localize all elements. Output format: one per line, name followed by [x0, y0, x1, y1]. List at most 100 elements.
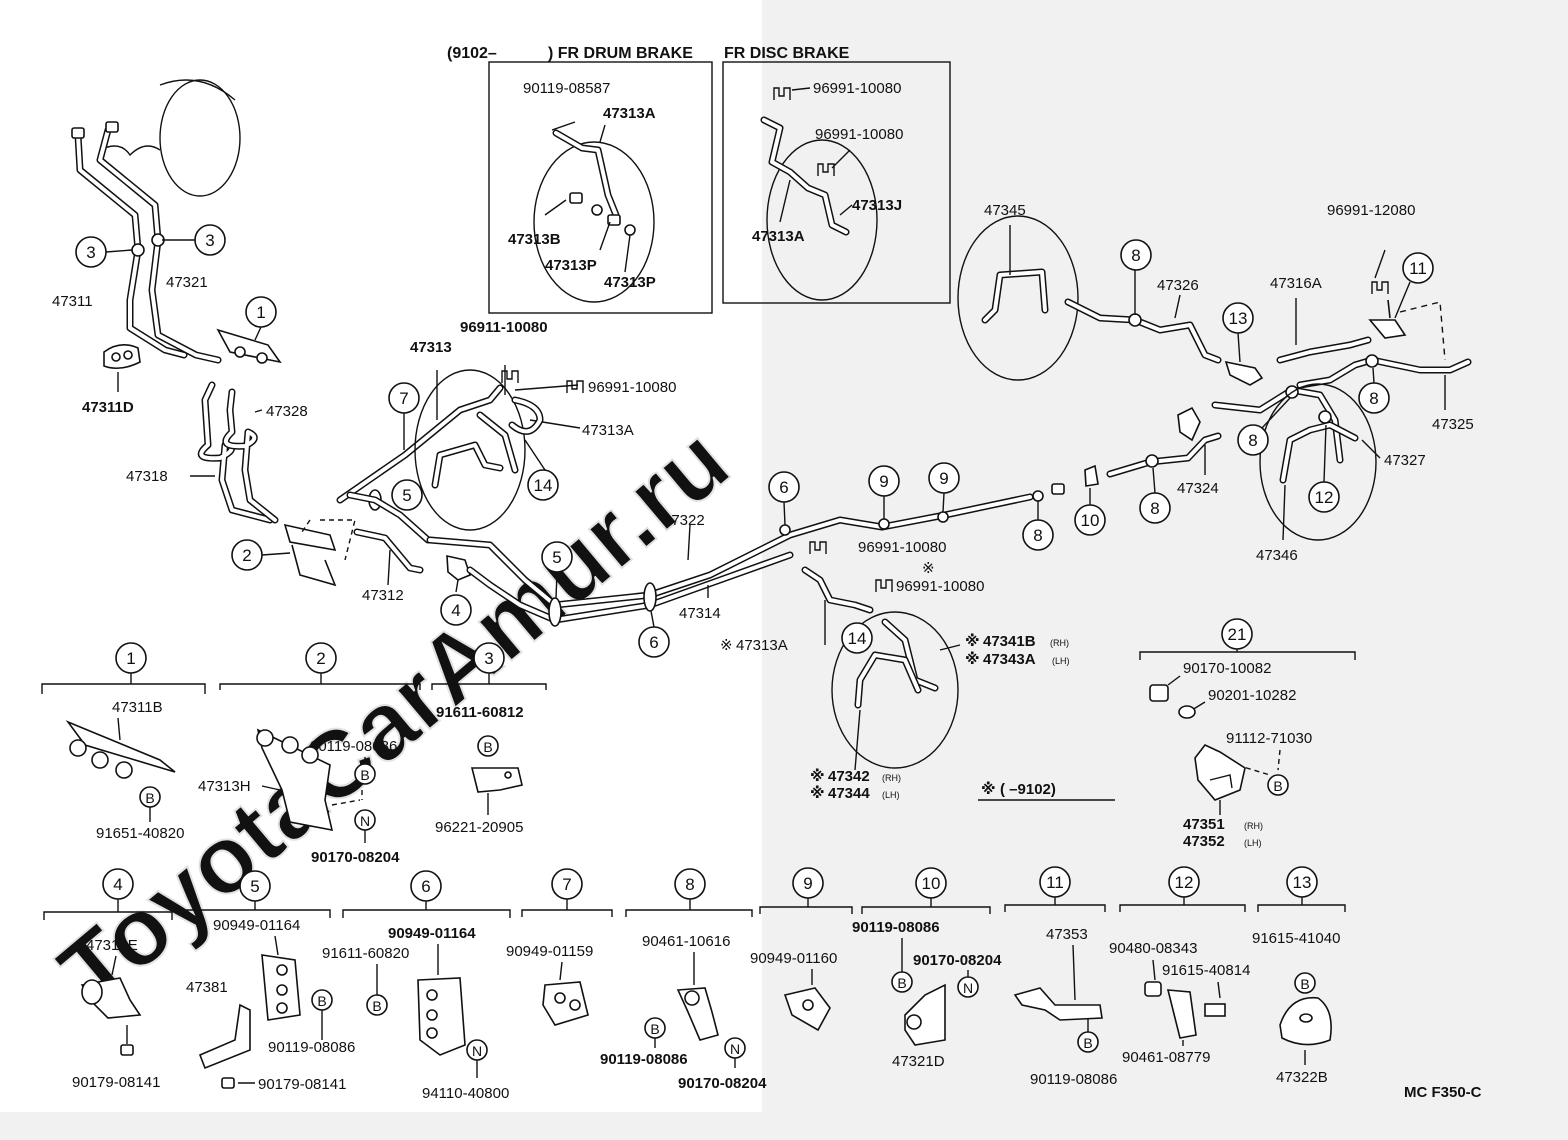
d6-part-a: 90949-01164 — [388, 925, 476, 942]
label-47313a-lower: 47313A — [736, 637, 788, 654]
svg-text:9: 9 — [939, 469, 948, 488]
right-background — [762, 0, 1568, 1140]
svg-text:B: B — [1300, 976, 1309, 992]
callout-13: 13 — [1222, 302, 1254, 334]
d2-part-b: 47313H — [198, 778, 251, 795]
label-96991-12080: 96991-12080 — [1327, 202, 1415, 219]
label-47313: 47313 — [410, 339, 452, 356]
svg-text:21: 21 — [1228, 625, 1247, 644]
label-47341b-rh: (RH) — [1050, 638, 1069, 648]
disc-part-1: 96991-10080 — [813, 80, 901, 97]
svg-text:2: 2 — [242, 546, 251, 565]
valve-47324 — [1177, 406, 1201, 442]
callout-12: 12 — [1308, 481, 1340, 513]
d5-part-d: 90179-08141 — [258, 1076, 346, 1093]
detail-1: 1 47311B B 91651-40820 — [65, 642, 184, 842]
tube-47318 — [197, 381, 274, 524]
d10-part-b: 90170-08204 — [913, 952, 1002, 969]
label-96991-10080-a: 96991-10080 — [588, 379, 676, 396]
note-mark-5: ※ — [810, 767, 825, 785]
grommet-47311d — [103, 344, 141, 370]
d11-part-b: 90119-08086 — [1030, 1071, 1117, 1088]
detail-2: 2 90119-08086 B 47313H N 90170-08204 — [198, 642, 400, 866]
detail-11: 11 47353 B 90119-08086 — [1013, 866, 1117, 1088]
callout-8-b: 8 — [1120, 239, 1152, 271]
svg-text:1: 1 — [256, 303, 265, 322]
svg-text:14: 14 — [848, 629, 867, 648]
svg-text:B: B — [650, 1021, 659, 1037]
bottom-strip — [0, 1112, 762, 1140]
svg-text:B: B — [317, 993, 326, 1009]
svg-text:11: 11 — [1046, 873, 1064, 892]
disc-part-2: 96991-10080 — [815, 126, 903, 143]
detail-12: 12 90480-08343 91615-40814 90461-08779 — [1109, 866, 1250, 1066]
svg-text:B: B — [1273, 778, 1282, 794]
label-47311d: 47311D — [82, 399, 134, 416]
detail-4: 4 47312E 90179-08141 — [72, 868, 160, 1091]
disc-part-4: 47313A — [752, 228, 805, 245]
callout-5-b: 5 — [541, 541, 573, 573]
svg-text:7: 7 — [562, 875, 571, 894]
svg-text:1: 1 — [126, 649, 135, 668]
drum-brake-title: ) FR DRUM BRAKE — [548, 45, 693, 62]
d3-part-a: 91611-60812 — [436, 704, 524, 721]
callout-14-b: 14 — [841, 622, 873, 654]
d12-part-b: 91615-40814 — [1162, 962, 1250, 979]
clamp-47312e — [446, 554, 471, 581]
d2-part-c: 90170-08204 — [311, 849, 400, 866]
label-47311: 47311 — [52, 293, 93, 310]
detail-10: 10 90119-08086 B 90170-08204 N 47321D — [852, 867, 1002, 1070]
svg-text:8: 8 — [1033, 526, 1042, 545]
svg-text:10: 10 — [922, 874, 941, 893]
callout-4: 4 — [440, 594, 472, 626]
clamp-47322b — [1224, 360, 1264, 386]
svg-text:3: 3 — [205, 231, 214, 250]
d12-part-a: 90480-08343 — [1109, 940, 1197, 957]
svg-text:4: 4 — [113, 875, 122, 894]
d12-part-c: 90461-08779 — [1122, 1049, 1210, 1066]
label-47325: 47325 — [1432, 416, 1474, 433]
label-47314: 47314 — [679, 605, 721, 622]
rear-brake-circle-left — [414, 369, 526, 531]
d3-part-b: 96221-20905 — [435, 819, 523, 836]
svg-text:N: N — [472, 1043, 482, 1059]
callout-9-b: 9 — [928, 462, 960, 494]
d5-part-c: 90119-08086 — [268, 1039, 355, 1056]
label-96991-10080-b: 96991-10080 — [858, 539, 946, 556]
callout-8-a: 8 — [1022, 519, 1054, 551]
label-47342: 47342 — [828, 768, 870, 785]
d21-part-b: 90201-10282 — [1208, 687, 1296, 704]
callout-11: 11 — [1402, 252, 1434, 284]
callout-6-b: 6 — [768, 471, 800, 503]
rear-brake-circle-center — [831, 611, 959, 769]
detail-13: 13 91615-41040 B 47322B — [1252, 866, 1340, 1086]
disc-brake-title: FR DISC BRAKE — [724, 45, 850, 62]
d8-part-a: 90461-10616 — [642, 933, 730, 950]
d21-part-e-lh: (LH) — [1244, 838, 1262, 848]
d13-part-b: 47322B — [1276, 1069, 1328, 1086]
label-96991-10080-c: 96991-10080 — [896, 578, 984, 595]
label-47343a-lh: (LH) — [1052, 656, 1070, 666]
callout-3-right: 3 — [194, 224, 226, 256]
callout-7: 7 — [388, 382, 420, 414]
svg-text:10: 10 — [1081, 511, 1100, 530]
d21-part-e: 47352 — [1183, 833, 1225, 850]
d2-part-a: 90119-08086 — [310, 738, 397, 755]
svg-text:2: 2 — [316, 649, 325, 668]
disc-part-3: 47313J — [852, 197, 902, 214]
d5-part-b: 47381 — [186, 979, 228, 996]
label-47318: 47318 — [126, 468, 168, 485]
drum-brake-inset-frame — [488, 61, 713, 314]
svg-text:8: 8 — [1369, 389, 1378, 408]
callout-6-a: 6 — [638, 626, 670, 658]
d7-part-a: 90949-01159 — [506, 943, 593, 960]
note-mark-3: ※ — [965, 632, 980, 650]
label-47313a: 47313A — [582, 422, 634, 439]
svg-text:12: 12 — [1315, 488, 1334, 507]
d21-part-d: 47351 — [1183, 816, 1225, 833]
svg-text:12: 12 — [1175, 873, 1194, 892]
label-47321: 47321 — [166, 274, 208, 291]
d6-part-b: 91611-60820 — [322, 945, 409, 962]
label-47328: 47328 — [266, 403, 308, 420]
detail-21: 21 90170-10082 90201-10282 91112-71030 B… — [1149, 618, 1312, 850]
